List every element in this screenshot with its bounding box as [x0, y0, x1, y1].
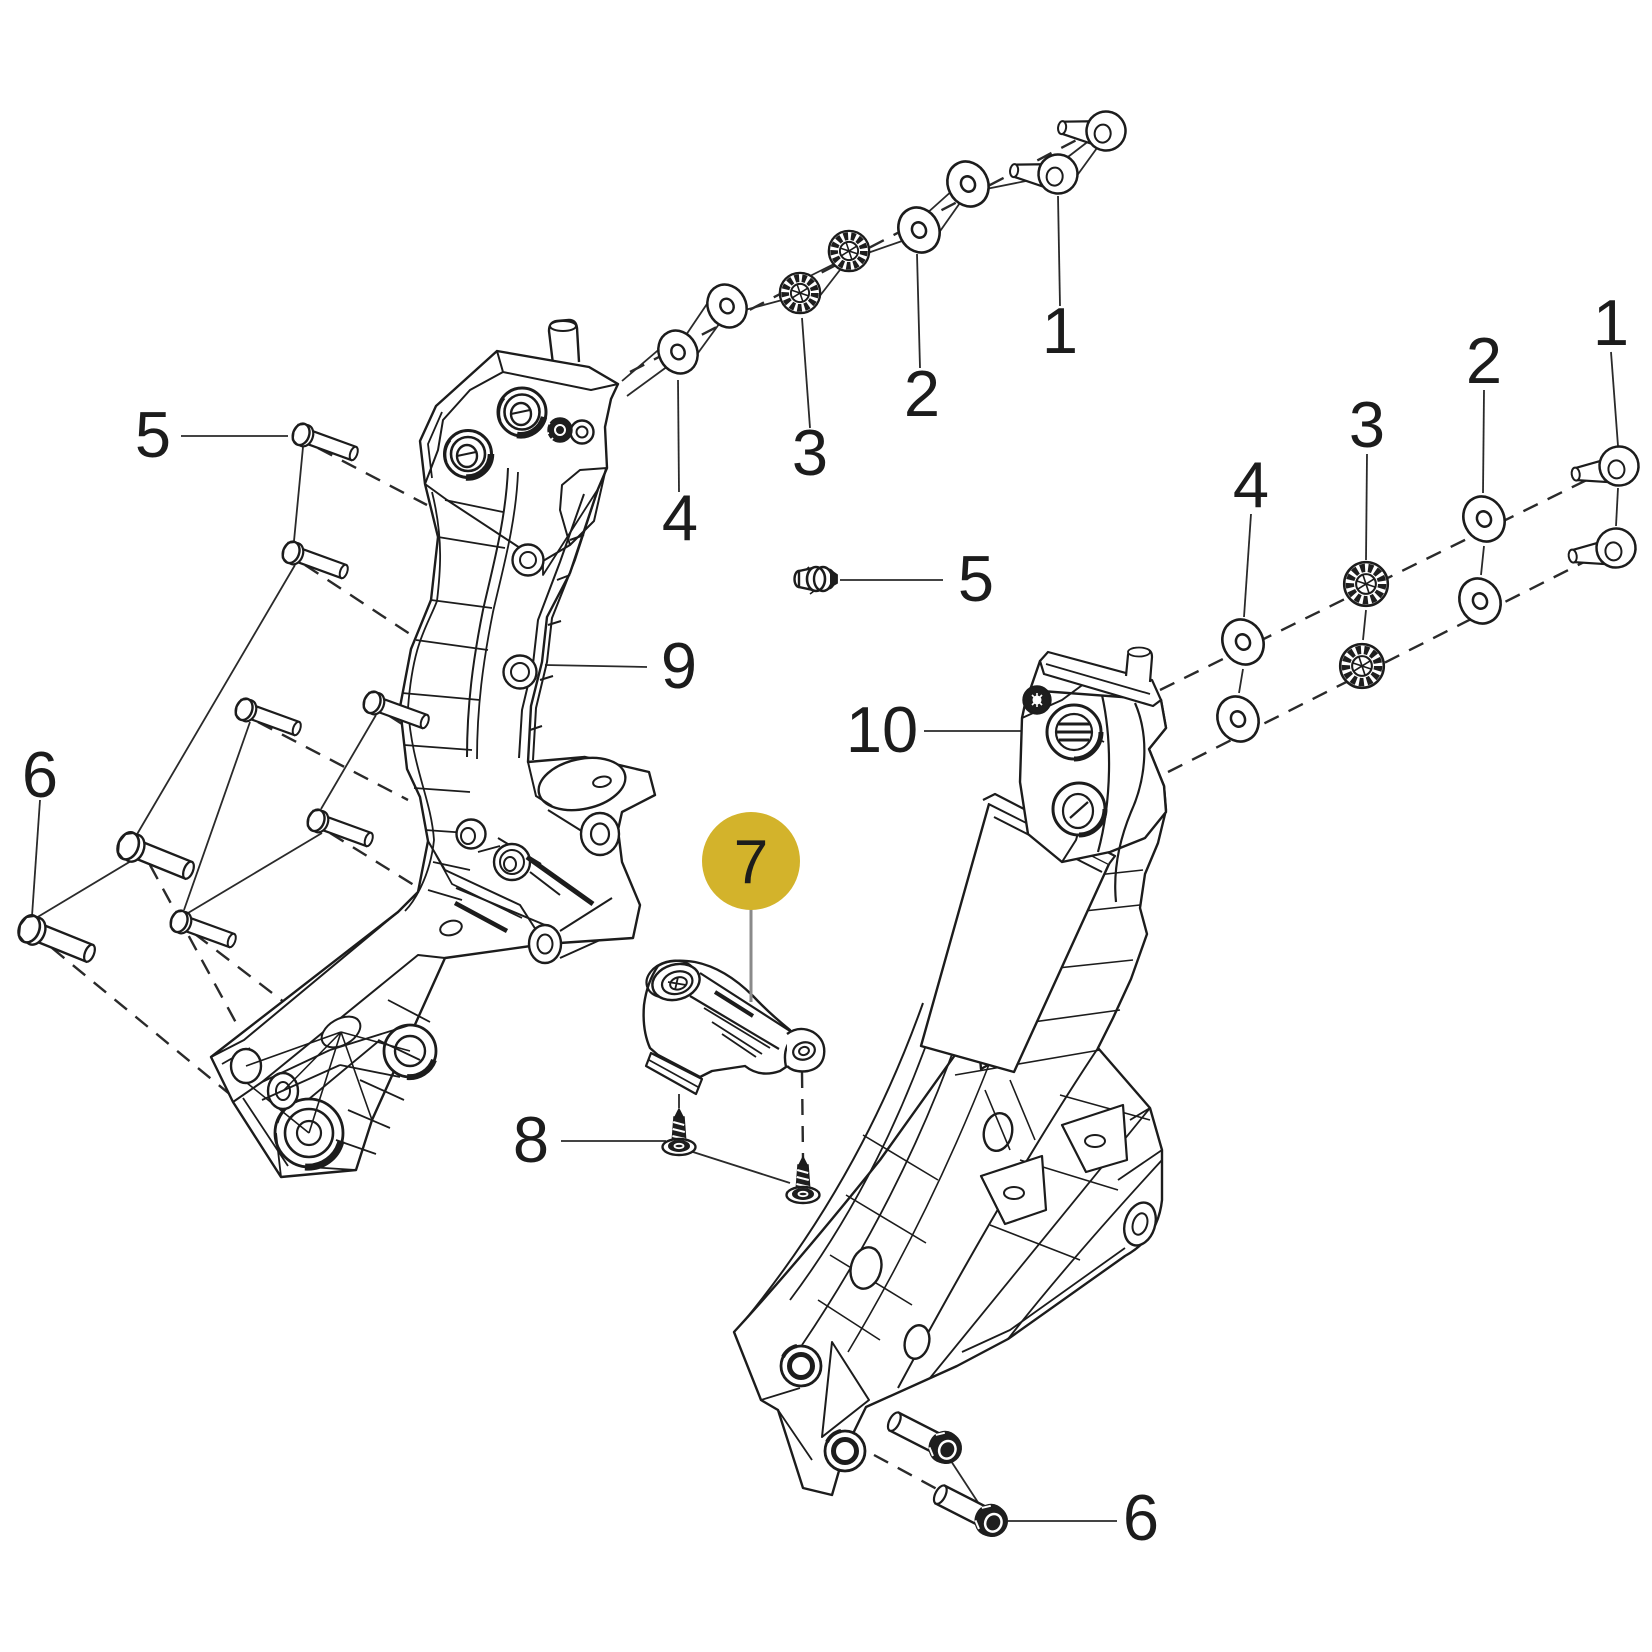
svg-text:5: 5 [958, 542, 994, 615]
svg-text:5: 5 [135, 398, 171, 471]
svg-text:1: 1 [1593, 286, 1629, 359]
svg-text:6: 6 [22, 738, 58, 811]
svg-text:6: 6 [1123, 1481, 1159, 1554]
svg-text:2: 2 [1466, 324, 1502, 397]
svg-text:3: 3 [792, 416, 828, 489]
svg-text:1: 1 [1042, 294, 1078, 367]
svg-text:3: 3 [1349, 388, 1385, 461]
svg-text:7: 7 [734, 828, 768, 897]
svg-text:8: 8 [513, 1103, 549, 1176]
svg-text:9: 9 [661, 629, 697, 702]
svg-text:4: 4 [662, 481, 698, 554]
svg-text:10: 10 [846, 693, 918, 766]
svg-text:4: 4 [1233, 448, 1269, 521]
svg-text:2: 2 [904, 357, 940, 430]
